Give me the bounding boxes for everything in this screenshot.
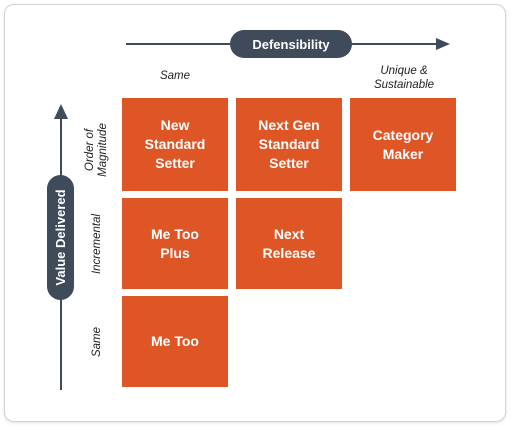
row-label-same: Same (89, 312, 105, 372)
right-arrow-icon (436, 38, 450, 50)
cell-next-gen-standard-setter: Next Gen Standard Setter (236, 98, 342, 191)
row-label-middle-text: Incremental (90, 213, 103, 275)
cell-category-maker: Category Maker (350, 98, 456, 191)
cell-new-standard-setter-text: New Standard Setter (144, 117, 206, 171)
cell-new-standard-setter: New Standard Setter (122, 98, 228, 191)
row-label-top-text: Order of Magnitude (84, 123, 109, 177)
cell-next-release-text: Next Release (262, 225, 316, 261)
column-label-unique-sustainable: Unique & Sustainable (352, 64, 456, 92)
row-label-bottom-text: Same (90, 326, 103, 358)
cell-me-too-text: Me Too (151, 333, 199, 349)
column-label-same-text: Same (159, 70, 191, 82)
column-label-same: Same (140, 69, 210, 83)
cell-next-release: Next Release (236, 198, 342, 289)
defensibility-axis-label: Defensibility (230, 30, 352, 58)
value-delivered-axis-label: Value Delivered (47, 175, 74, 300)
cell-category-maker-text: Category Maker (372, 126, 434, 162)
defensibility-label-text: Defensibility (252, 36, 330, 52)
cell-next-gen-text: Next Gen Standard Setter (258, 117, 320, 171)
value-delivered-label-text: Value Delivered (53, 189, 68, 286)
column-label-unique-text: Unique & Sustainable (373, 65, 435, 91)
cell-me-too: Me Too (122, 296, 228, 387)
cell-me-too-plus-text: Me Too Plus (151, 225, 199, 261)
cell-me-too-plus: Me Too Plus (122, 198, 228, 289)
row-label-incremental: Incremental (89, 201, 105, 287)
up-arrow-icon (54, 104, 68, 119)
row-label-order-of-magnitude: Order of Magnitude (83, 107, 111, 193)
